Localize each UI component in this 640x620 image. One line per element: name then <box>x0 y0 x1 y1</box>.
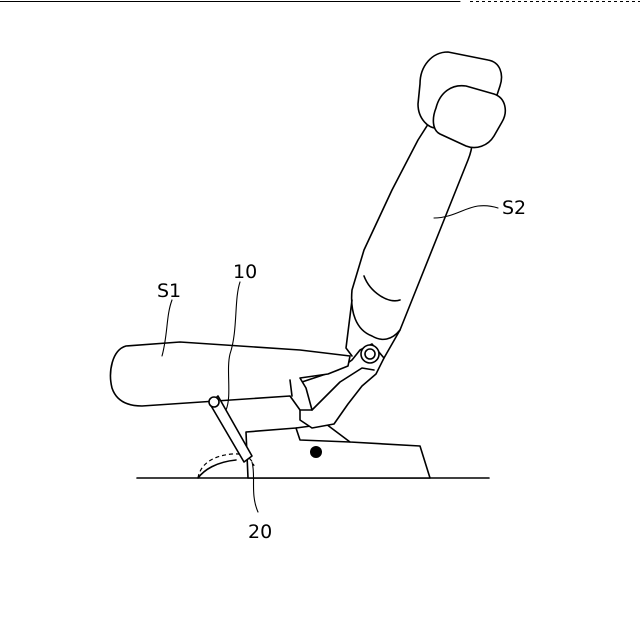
lock-member-outline <box>198 460 236 478</box>
seat-base-bracket <box>246 424 430 478</box>
label-lever: 10 <box>233 261 257 283</box>
recliner-pivot-inner <box>365 349 375 359</box>
label-lock-member: 20 <box>248 521 272 543</box>
label-seat-cushion: S1 <box>157 280 181 302</box>
label-seat-back: S2 <box>502 197 526 219</box>
seat-back <box>352 114 473 339</box>
lever-pivot <box>209 397 219 407</box>
base-pivot-dot <box>310 446 322 458</box>
seat-back-side-frame <box>346 300 352 356</box>
